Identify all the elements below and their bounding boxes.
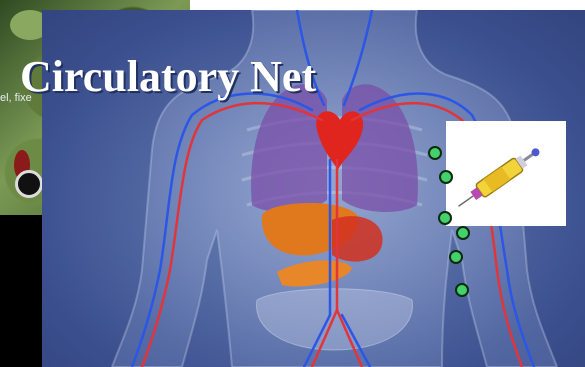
cell-marker[interactable] — [455, 283, 469, 297]
syringe-card[interactable] — [446, 121, 566, 226]
syringe-icon — [446, 121, 566, 226]
page-title: Circulatory Net — [20, 51, 316, 102]
cell-marker[interactable] — [438, 211, 452, 225]
cell-marker[interactable] — [439, 170, 453, 184]
cell-marker[interactable] — [428, 146, 442, 160]
cell-marker[interactable] — [456, 226, 470, 240]
background-black-strip — [0, 215, 42, 367]
cell-marker[interactable] — [449, 250, 463, 264]
